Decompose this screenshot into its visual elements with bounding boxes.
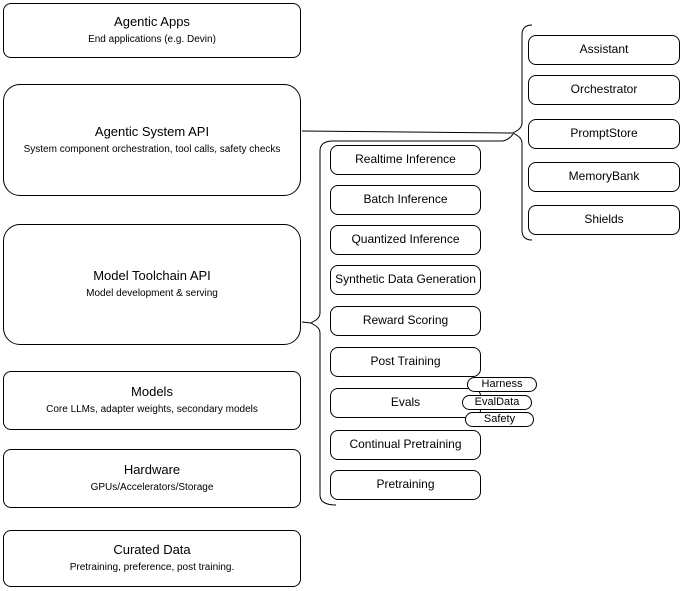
connector-system-api-to-right-group <box>301 130 514 134</box>
node-label: Pretraining <box>376 477 435 492</box>
node-continual-pretraining: Continual Pretraining <box>330 430 481 460</box>
node-pretraining: Pretraining <box>330 470 481 500</box>
node-subtitle: GPUs/Accelerators/Storage <box>90 482 214 494</box>
node-subtitle: Model development & serving <box>86 288 218 300</box>
node-models: Models Core LLMs, adapter weights, secon… <box>3 371 301 430</box>
node-promptstore: PromptStore <box>528 119 680 149</box>
node-realtime-inference: Realtime Inference <box>330 145 481 175</box>
node-label: PromptStore <box>570 126 638 141</box>
node-curated-data: Curated Data Pretraining, preference, po… <box>3 530 301 587</box>
node-label: Post Training <box>370 354 441 369</box>
node-assistant: Assistant <box>528 35 680 65</box>
node-label: Batch Inference <box>363 192 448 207</box>
node-title: Curated Data <box>113 542 191 558</box>
node-subtitle: End applications (e.g. Devin) <box>88 34 216 46</box>
node-label: Shields <box>584 212 624 227</box>
node-label: Continual Pretraining <box>349 437 462 452</box>
node-label: Orchestrator <box>570 82 638 97</box>
tag-label: EvalData <box>474 396 520 408</box>
connector-middle-group-to-right-group <box>333 133 514 142</box>
node-label: MemoryBank <box>568 169 640 184</box>
tag-evaldata: EvalData <box>462 395 532 410</box>
right-bracket <box>512 24 533 241</box>
node-orchestrator: Orchestrator <box>528 75 680 105</box>
node-title: Model Toolchain API <box>93 268 211 284</box>
tag-harness: Harness <box>467 377 537 392</box>
node-title: Models <box>131 384 173 400</box>
node-label: Evals <box>390 395 421 410</box>
node-reward-scoring: Reward Scoring <box>330 306 481 336</box>
tag-label: Harness <box>481 378 523 390</box>
connector-toolchain-api-to-middle-group <box>301 321 312 324</box>
node-model-toolchain-api: Model Toolchain API Model development & … <box>3 224 301 345</box>
node-title: Hardware <box>123 462 181 478</box>
tag-safety: Safety <box>465 412 534 427</box>
node-hardware: Hardware GPUs/Accelerators/Storage <box>3 449 301 508</box>
node-batch-inference: Batch Inference <box>330 185 481 215</box>
node-label: Realtime Inference <box>355 152 456 167</box>
node-title: Agentic System API <box>94 123 210 139</box>
node-memorybank: MemoryBank <box>528 162 680 192</box>
node-label: Reward Scoring <box>362 313 449 328</box>
node-post-training: Post Training <box>330 347 481 377</box>
node-agentic-system-api: Agentic System API System component orch… <box>3 84 301 196</box>
node-label: Quantized Inference <box>351 232 460 247</box>
node-evals: Evals <box>330 388 481 418</box>
node-subtitle: System component orchestration, tool cal… <box>23 143 281 155</box>
node-label: Synthetic Data Generation <box>335 272 476 287</box>
node-synthetic-data-generation: Synthetic Data Generation <box>330 265 481 295</box>
node-subtitle: Core LLMs, adapter weights, secondary mo… <box>46 404 258 416</box>
node-quantized-inference: Quantized Inference <box>330 225 481 255</box>
node-title: Agentic Apps <box>114 14 190 30</box>
tag-label: Safety <box>483 413 516 425</box>
node-agentic-apps: Agentic Apps End applications (e.g. Devi… <box>3 3 301 58</box>
node-label: Assistant <box>579 42 629 57</box>
node-shields: Shields <box>528 205 680 235</box>
node-subtitle: Pretraining, preference, post training. <box>69 562 235 574</box>
